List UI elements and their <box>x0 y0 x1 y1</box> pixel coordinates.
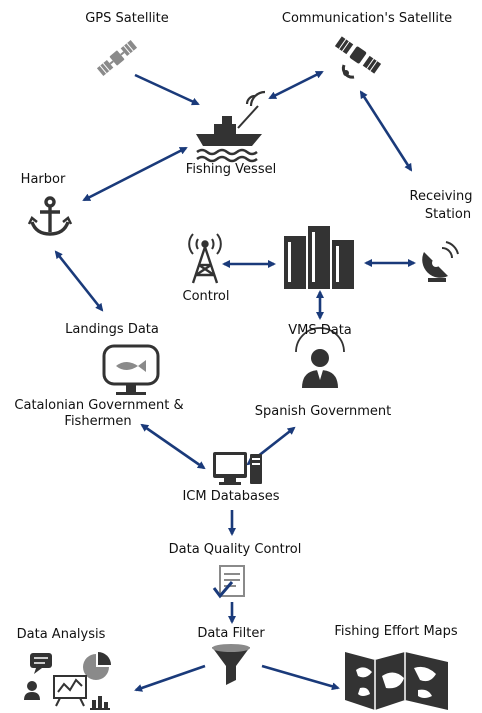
folded-map-icon <box>345 652 448 710</box>
analysis-icon <box>24 652 111 710</box>
checklist-icon <box>212 565 245 599</box>
arrow-harbor-landings <box>54 250 104 312</box>
buildings-icon <box>284 226 354 289</box>
gps-satellite-icon <box>96 40 138 76</box>
funnel-icon <box>212 644 250 685</box>
communication-satellite-icon <box>334 36 382 79</box>
radio-tower-icon <box>188 233 222 284</box>
data-analysis-label: Data Analysis <box>16 627 106 642</box>
anchor-icon <box>27 196 73 236</box>
arrow-comm-receiving <box>359 90 413 172</box>
receiving-station-label-line1: Receiving <box>409 189 473 204</box>
data-quality-control-label: Data Quality Control <box>168 542 302 557</box>
arrow-filter-analysis <box>134 664 206 692</box>
fish-monitor-icon <box>102 344 160 395</box>
catalonian-government-label-line1: Catalonian Government & <box>14 398 184 413</box>
computer-icon <box>213 452 262 485</box>
vms-data-label: VMS Data <box>288 323 352 338</box>
arrow-vessel-harbor <box>82 146 188 202</box>
catalonian-government-label-line2: Fishermen <box>64 414 132 429</box>
control-label: Control <box>182 289 230 304</box>
harbor-label: Harbor <box>20 172 66 187</box>
arrow-gps-to-vessel <box>134 73 200 106</box>
person-icon <box>295 327 345 388</box>
icm-databases-label: ICM Databases <box>182 489 280 504</box>
landings-data-label: Landings Data <box>65 322 159 337</box>
receiving-station-label-line2: Station <box>424 207 472 222</box>
arrow-catalonian-icm <box>140 423 206 470</box>
arrow-filter-maps <box>261 664 340 691</box>
spanish-government-label: Spanish Government <box>254 404 392 419</box>
arrow-vessel-comm <box>268 70 324 100</box>
fishing-vessel-icon <box>196 90 266 163</box>
communication-satellite-label: Communication's Satellite <box>281 11 453 26</box>
gps-satellite-label: GPS Satellite <box>85 11 169 26</box>
satellite-dish-icon <box>422 241 459 282</box>
data-filter-label: Data Filter <box>197 626 265 641</box>
fishing-vessel-label: Fishing Vessel <box>185 162 277 177</box>
fishing-effort-maps-label: Fishing Effort Maps <box>334 624 458 639</box>
